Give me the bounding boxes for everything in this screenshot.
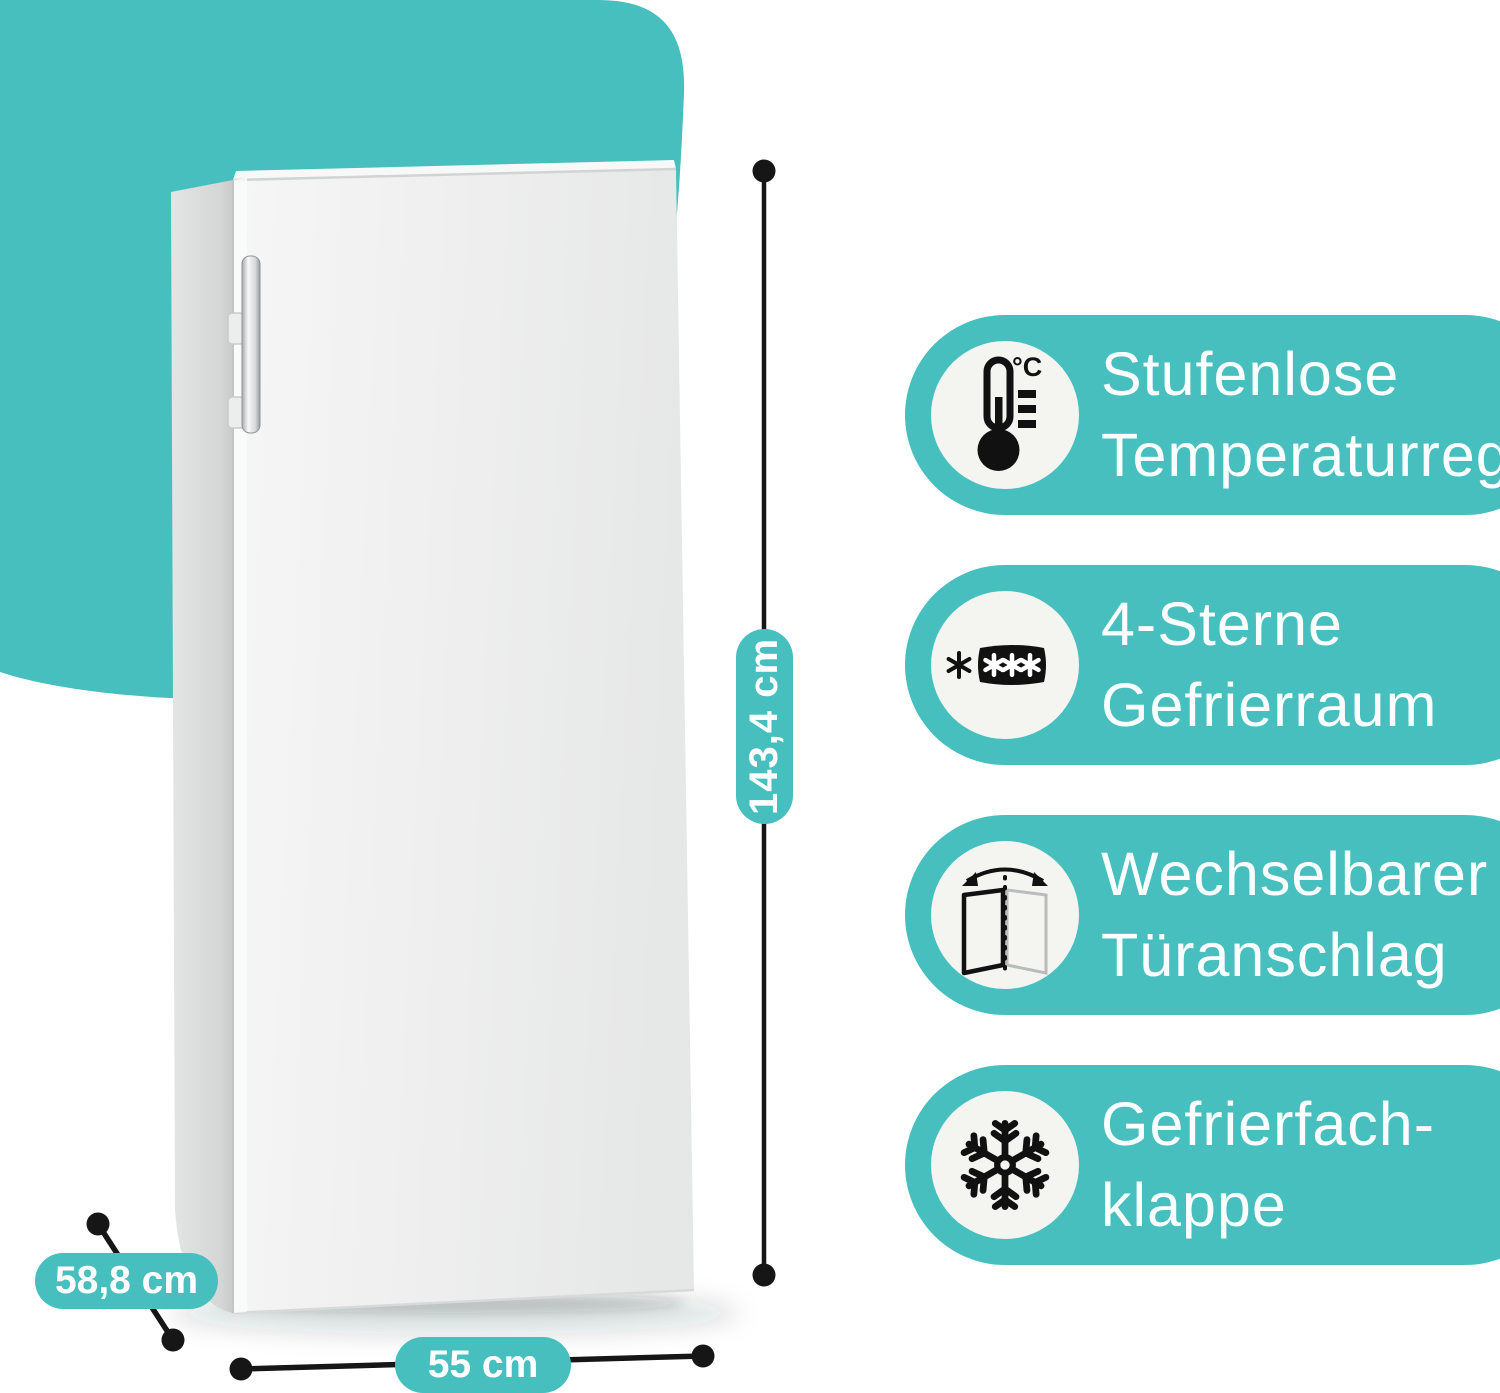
- feature-icon-circle: °C: [931, 341, 1079, 489]
- depth-dimension-label: 58,8 cm: [54, 1259, 199, 1302]
- feature-line-2: Türanschlag: [1101, 921, 1448, 989]
- feature-line-2: klappe: [1101, 1171, 1287, 1239]
- svg-text:°C: °C: [1012, 352, 1042, 382]
- freezer-door: [233, 169, 694, 1313]
- feature-line-2: Temperaturreg.: [1101, 421, 1500, 489]
- handle-mounts: [227, 312, 245, 429]
- snowflake-icon: [953, 1113, 1057, 1217]
- feature-pill-temperature: °C Stufenlose Temperaturreg.: [905, 315, 1500, 515]
- feature-text: Wechselbarer Türanschlag: [1101, 834, 1488, 996]
- feature-line-1: Gefrierfach-: [1101, 1090, 1436, 1158]
- four-star-freezer-icon: [946, 645, 1046, 685]
- width-dimension-pill: 55 cm: [395, 1337, 571, 1393]
- door-handle: [241, 255, 261, 434]
- freezer-illustration: [171, 160, 695, 1315]
- feature-line-2: Gefrierraum: [1101, 671, 1438, 739]
- feature-text: Gefrierfach- klappe: [1101, 1084, 1435, 1246]
- thermometer-celsius-icon: °C: [977, 352, 1042, 471]
- depth-measure-line: [86, 1212, 185, 1352]
- feature-pill-reversible-door: Wechselbarer Türanschlag: [905, 815, 1500, 1015]
- feature-pill-freezer-flap: Gefrierfach- klappe: [905, 1065, 1500, 1265]
- feature-icon-circle: [931, 591, 1079, 739]
- feature-line-1: Stufenlose: [1101, 340, 1400, 408]
- feature-text: Stufenlose Temperaturreg.: [1101, 334, 1500, 496]
- width-dimension-label: 55 cm: [427, 1343, 539, 1386]
- height-dimension-pill: 143,4 cm: [736, 629, 793, 824]
- height-dimension-label: 143,4 cm: [742, 637, 786, 816]
- freezer-side-panel: [171, 180, 233, 1313]
- feature-icon-circle: [931, 841, 1079, 989]
- feature-pill-four-star: 4-Sterne Gefrierraum: [905, 565, 1500, 765]
- freezer-top-edge: [233, 160, 676, 180]
- feature-line-1: Wechselbarer: [1101, 840, 1489, 908]
- reversible-door-icon: [961, 867, 1048, 977]
- feature-icon-circle: [931, 1091, 1079, 1239]
- feature-line-1: 4-Sterne: [1101, 590, 1343, 658]
- depth-dimension-pill: 58,8 cm: [35, 1253, 218, 1309]
- feature-text: 4-Sterne Gefrierraum: [1101, 584, 1437, 746]
